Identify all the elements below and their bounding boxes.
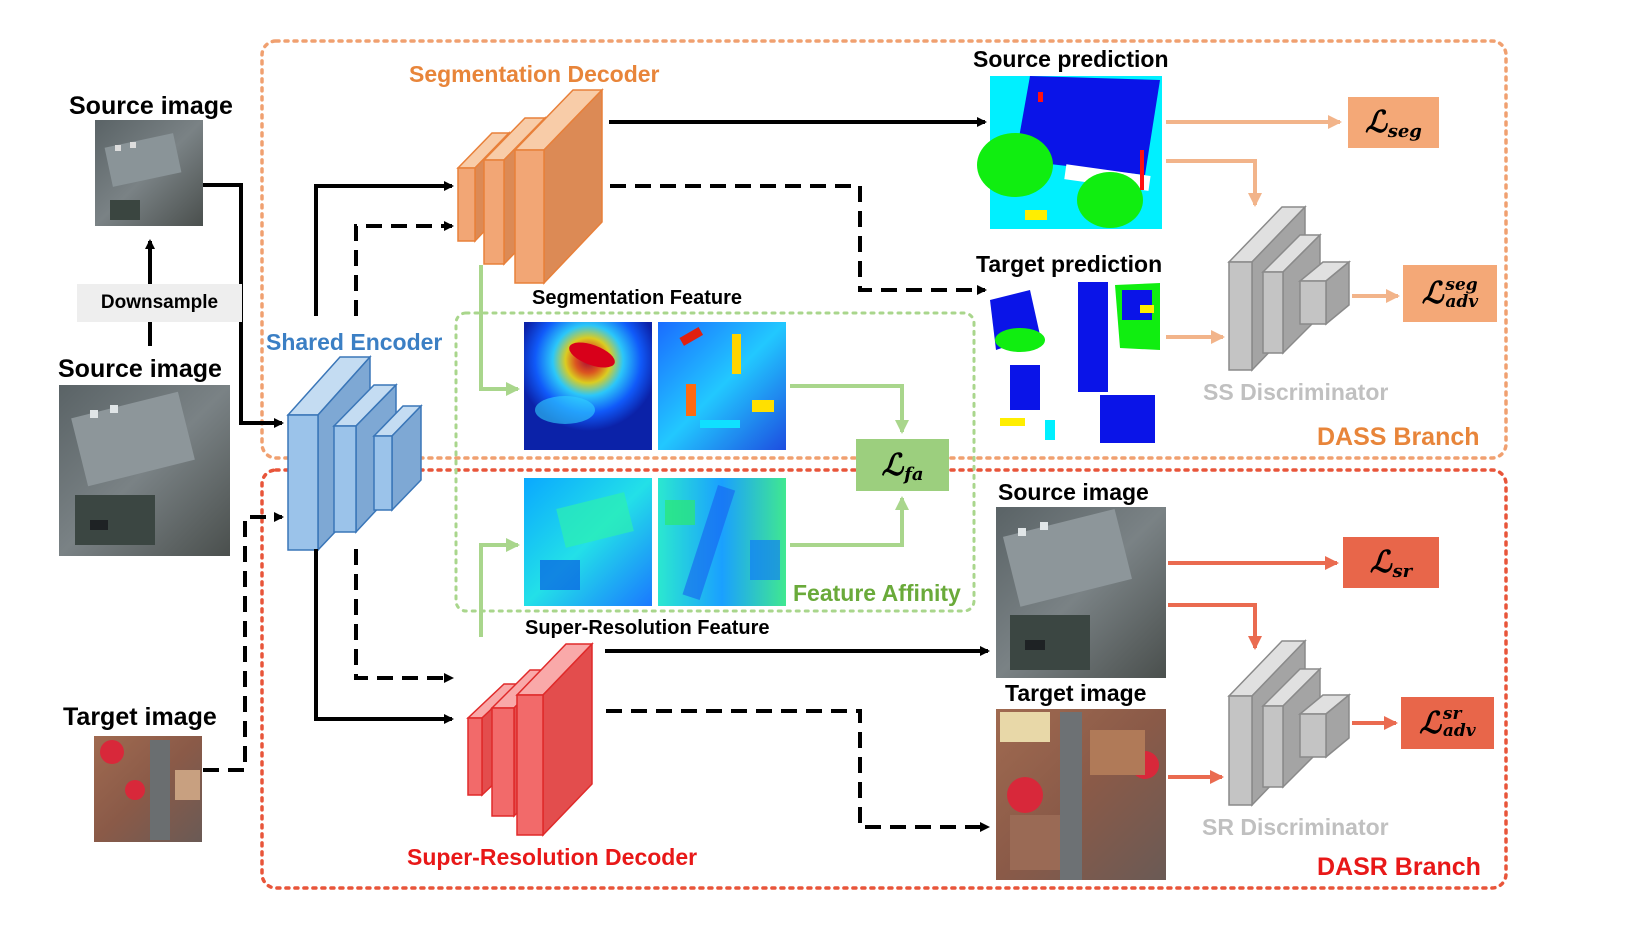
dashed-connectors — [203, 184, 990, 832]
feature-affinity-region — [454, 311, 976, 613]
sr-feature-map-source — [524, 478, 652, 606]
dass-branch-region — [260, 39, 1508, 460]
dasr-loss-connectors — [1168, 556, 1398, 784]
super-resolution-decoder-block — [466, 642, 594, 837]
source-prediction-label: Source prediction — [973, 46, 1169, 72]
loss-fa-box — [856, 439, 949, 491]
target-image-small — [94, 736, 202, 842]
seg-feature-map-source — [524, 322, 652, 450]
ss-discriminator-block — [1227, 205, 1352, 372]
segmentation-decoder-block — [456, 88, 604, 285]
dasr-branch-label: DASR Branch — [1317, 853, 1481, 881]
downsample-label: Downsample — [77, 284, 242, 322]
segmentation-decoder-label: Segmentation Decoder — [409, 61, 660, 87]
feature-affinity-connectors — [479, 265, 909, 637]
target-image-right-label: Target image — [1005, 680, 1147, 706]
sr-feature-map-target — [658, 478, 786, 606]
dass-loss-connectors — [1166, 115, 1400, 344]
sr-discriminator-block — [1227, 639, 1352, 807]
dass-branch-label: DASS Branch — [1317, 423, 1480, 451]
target-image-hr — [996, 709, 1166, 880]
shared-encoder-block — [286, 355, 423, 552]
super-resolution-decoder-label: Super-Resolution Decoder — [407, 844, 698, 870]
source-image-small — [95, 120, 203, 226]
target-prediction-map — [990, 278, 1162, 448]
target-image-left-label: Target image — [63, 703, 217, 731]
loss-adv-seg-box — [1403, 265, 1497, 322]
super-resolution-feature-label: Super-Resolution Feature — [525, 617, 770, 639]
shared-encoder-label: Shared Encoder — [266, 329, 443, 355]
loss-sr-box — [1343, 537, 1439, 588]
source-image-hr — [996, 507, 1166, 678]
ss-discriminator-label: SS Discriminator — [1203, 379, 1389, 405]
source-image-large — [59, 385, 230, 556]
segmentation-feature-label: Segmentation Feature — [532, 287, 743, 309]
source-image-right-label: Source image — [998, 479, 1149, 505]
sr-discriminator-label: SR Discriminator — [1202, 814, 1389, 840]
source-prediction-map — [977, 76, 1162, 229]
target-prediction-label: Target prediction — [976, 251, 1163, 277]
loss-seg-box — [1348, 97, 1439, 148]
dasr-branch-region — [260, 468, 1508, 890]
loss-adv-sr-box — [1401, 697, 1494, 749]
feature-affinity-label: Feature Affinity — [793, 580, 961, 606]
source-image-mid-label: Source image — [58, 355, 222, 383]
seg-feature-map-target — [658, 322, 786, 450]
source-image-top-label: Source image — [69, 92, 233, 120]
